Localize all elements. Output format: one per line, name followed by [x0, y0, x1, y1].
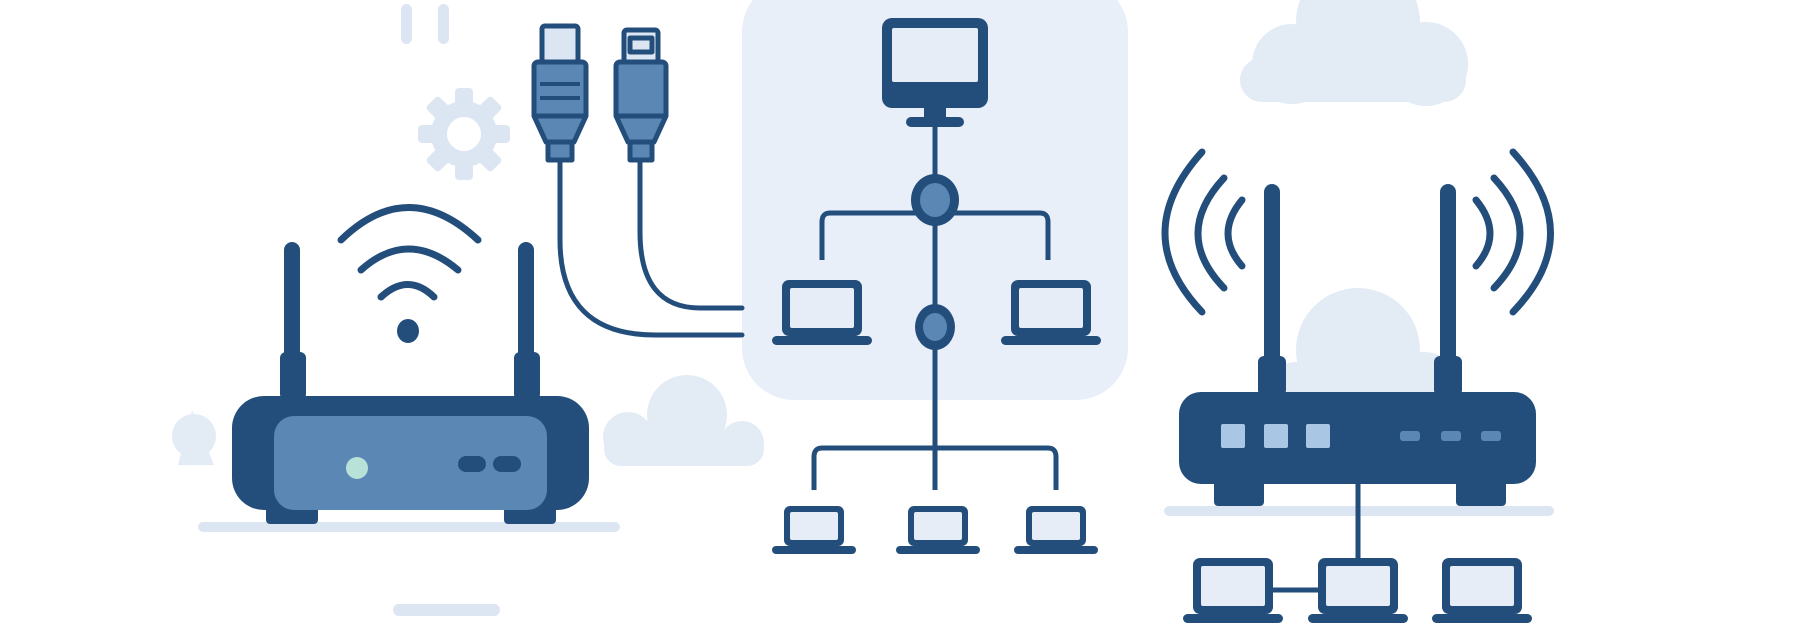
- port: [1221, 424, 1245, 448]
- wifi-router-right: [1161, 148, 1554, 516]
- laptop-icon: [772, 506, 856, 554]
- status-light: [1481, 431, 1501, 441]
- network-node-icon: [915, 304, 955, 350]
- status-led: [346, 457, 368, 479]
- antenna: [1264, 184, 1280, 370]
- laptop-icon: [1183, 558, 1283, 623]
- laptop-icon: [1432, 558, 1532, 623]
- port: [493, 456, 521, 472]
- desktop-monitor-icon: [882, 18, 988, 127]
- status-light: [1400, 431, 1420, 441]
- radio-waves-icon: [1161, 148, 1246, 316]
- usb-cables: [557, 159, 745, 338]
- cloud-icon: [603, 375, 764, 466]
- wifi-signal-icon: [337, 204, 482, 343]
- antenna-base: [1434, 356, 1462, 396]
- port: [1264, 424, 1288, 448]
- antenna-base: [1258, 356, 1286, 396]
- laptop-icon: [1308, 558, 1408, 623]
- antenna: [284, 242, 300, 372]
- laptop-icon: [1014, 506, 1098, 554]
- laptop-icon: [772, 280, 872, 345]
- antenna: [518, 242, 534, 372]
- status-light: [1441, 431, 1461, 441]
- network-tree: [772, 18, 1101, 554]
- router-lan: [1183, 484, 1532, 623]
- network-node-icon: [911, 174, 959, 226]
- laptop-icon: [896, 506, 980, 554]
- wifi-router-left: [198, 242, 620, 532]
- radio-waves-icon: [1472, 148, 1554, 316]
- decor-marks: [393, 4, 500, 616]
- cloud-icon: [1240, 0, 1468, 106]
- router-panel: [274, 416, 547, 510]
- cloud-icon: [172, 410, 216, 465]
- port: [458, 456, 486, 472]
- antenna-base: [514, 352, 540, 400]
- usb-connector-icon: [613, 27, 669, 163]
- gear-icon: [418, 88, 510, 180]
- antenna: [1440, 184, 1456, 370]
- laptop-icon: [1001, 280, 1101, 345]
- usb-connector-icon: [531, 23, 589, 163]
- shadow-line: [198, 522, 620, 532]
- router-body: [1179, 392, 1536, 484]
- port: [1306, 424, 1330, 448]
- antenna-base: [280, 352, 306, 400]
